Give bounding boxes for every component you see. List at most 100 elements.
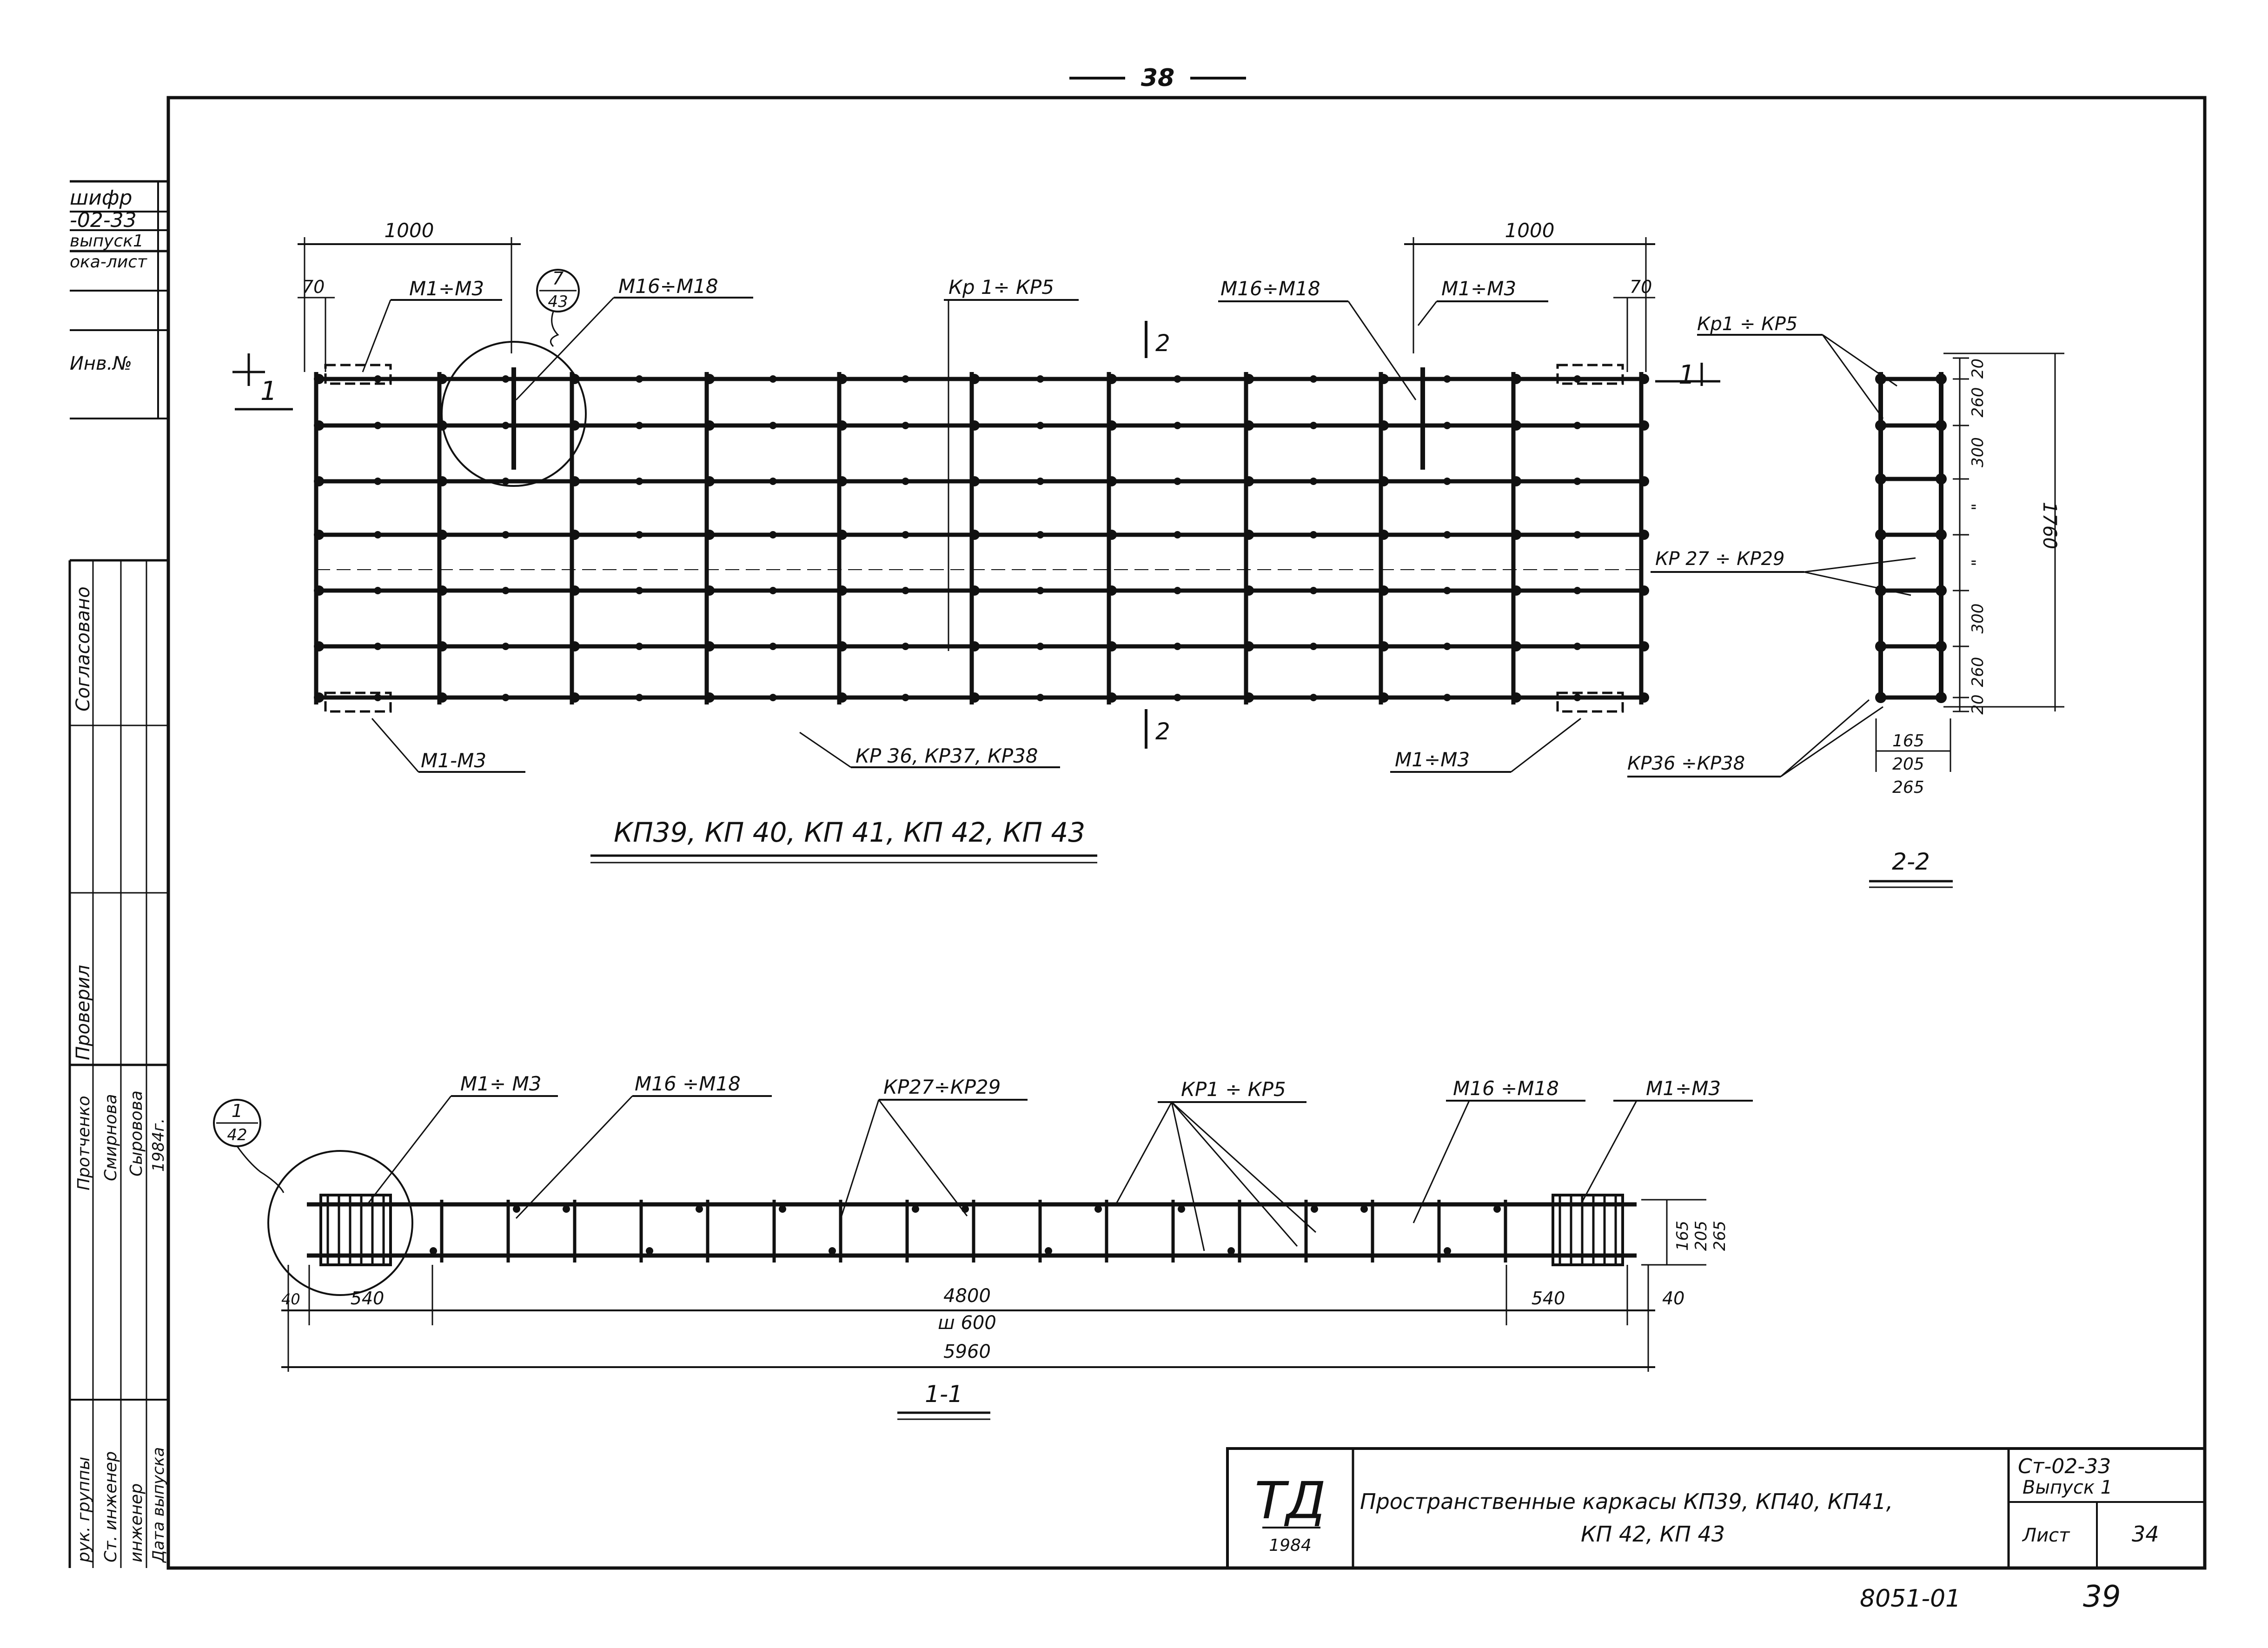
plan-node-dot xyxy=(570,585,580,596)
sec11-h165: 165 xyxy=(1673,1221,1692,1251)
page-number-bottom: 39 xyxy=(2083,1580,2121,1614)
plan-node-dot xyxy=(704,585,715,596)
plan-node-dot xyxy=(1379,476,1389,486)
plan-weld-dot xyxy=(902,694,909,701)
sec11-weld-dot xyxy=(1045,1247,1052,1255)
plan-weld-dot xyxy=(1310,587,1317,594)
plan-weld-dot xyxy=(1573,587,1581,594)
plan-weld-dot xyxy=(502,643,510,650)
plan-node-dot xyxy=(437,476,447,486)
sec11-weld-dot xyxy=(1227,1247,1235,1255)
plan-callout-kp1kp5: Кр 1÷ КР5 xyxy=(948,276,1054,299)
plan-node-dot xyxy=(1244,641,1254,651)
plan-node-dot xyxy=(1244,374,1254,384)
plan-node-dot xyxy=(704,374,715,384)
plan-weld-dot xyxy=(374,375,382,383)
sec22-callout-kp1kp5: Кр1 ÷ КР5 xyxy=(1697,313,1797,335)
sec11-dim-4800: 4800 xyxy=(943,1285,991,1307)
plan-weld-dot xyxy=(1036,531,1044,538)
plan-node-dot xyxy=(837,692,847,703)
plan-weld-dot xyxy=(636,531,643,538)
plan-node-dot xyxy=(1511,585,1521,596)
plan-callout-kp36: КР 36, КР37, КР38 xyxy=(855,744,1038,767)
plan-weld-dot xyxy=(1036,694,1044,701)
sec11-weld-dot xyxy=(779,1205,786,1213)
plan-node-dot xyxy=(314,692,324,703)
plan-weld-dot xyxy=(1310,375,1317,383)
plan-node-dot xyxy=(314,476,324,486)
plan-node-dot xyxy=(1639,692,1649,703)
plan-dim-70-right: 70 xyxy=(1630,277,1652,297)
plan-node-dot xyxy=(1107,585,1117,596)
plan-dim-left: 1000 xyxy=(385,219,434,242)
tb-code: Ст-02-33 xyxy=(2018,1455,2111,1478)
stamp-date-value: 1984г. xyxy=(149,1118,168,1172)
tb-year: 1984 xyxy=(1269,1536,1312,1555)
stamp-inventory: Инв.№ xyxy=(70,353,132,374)
plan-node-dot xyxy=(570,476,580,486)
plan-node-dot xyxy=(1244,420,1254,431)
plan-weld-dot xyxy=(1573,478,1581,485)
sec22-bar-dot xyxy=(1936,529,1947,540)
sec22-w265: 265 xyxy=(1892,778,1924,797)
sec22-bar-dot xyxy=(1936,473,1947,485)
sec11-detail-circle xyxy=(267,1150,413,1296)
plan-node-dot xyxy=(969,692,980,703)
plan-node-dot xyxy=(837,420,847,431)
sec11-h205: 205 xyxy=(1692,1221,1711,1251)
plan-weld-dot xyxy=(1443,375,1451,383)
sec22-bar-dot xyxy=(1875,692,1886,703)
sec11-callout-kp27: КР27÷КР29 xyxy=(883,1076,1001,1098)
plan-weld-dot xyxy=(1443,643,1451,650)
sec11-weld-dot xyxy=(513,1205,520,1213)
plan-node-dot xyxy=(314,585,324,596)
plan-weld-dot xyxy=(636,375,643,383)
stamp-senior-label: Ст. инженер xyxy=(101,1451,120,1562)
plan-weld-dot xyxy=(636,694,643,701)
plan-weld-dot xyxy=(1310,694,1317,701)
sec22-bar-dot xyxy=(1875,585,1886,596)
plan-node-dot xyxy=(1379,641,1389,651)
plan-node-dot xyxy=(1639,420,1649,431)
plan-weld-dot xyxy=(1443,531,1451,538)
stamp-line-1: шифр xyxy=(70,186,132,210)
plan-node-dot xyxy=(1511,530,1521,540)
plan-title: КП39, КП 40, КП 41, КП 42, КП 43 xyxy=(614,817,1085,848)
stamp-engineer-name: Сыровова xyxy=(127,1090,146,1176)
plan-node-dot xyxy=(1639,374,1649,384)
section-2-2: Кр1 ÷ КР5 КР 27 ÷ КР29 КР36 ÷КР38 202603… xyxy=(1627,313,2064,888)
sec11-callout-m16-l: М16 ÷М18 xyxy=(635,1072,741,1095)
plan-section-1-left: 1 xyxy=(260,376,277,406)
sec11-end-plate xyxy=(319,1194,392,1266)
plan-weld-dot xyxy=(1174,422,1181,429)
plan-node-dot xyxy=(837,374,847,384)
plan-weld-dot xyxy=(1310,643,1317,650)
sec11-callout-m1m3-r: М1÷М3 xyxy=(1646,1077,1721,1100)
stamp-line-3: выпуск1 xyxy=(70,232,144,251)
plan-weld-dot xyxy=(1573,694,1581,701)
plan-weld-dot xyxy=(1573,643,1581,650)
stamp-date-label: Дата выпуска xyxy=(149,1447,168,1563)
sec22-bar-dot xyxy=(1936,641,1947,652)
plan-node-dot xyxy=(1107,476,1117,486)
plan-weld-dot xyxy=(1443,587,1451,594)
plan-weld-dot xyxy=(769,643,777,650)
plan-node-dot xyxy=(1107,374,1117,384)
sec11-weld-dot xyxy=(1493,1205,1501,1213)
plan-weld-dot xyxy=(902,587,909,594)
plan-node-dot xyxy=(1639,641,1649,651)
plan-node-dot xyxy=(1107,420,1117,431)
sec22-dim-label: 300 xyxy=(1969,437,1987,467)
plan-weld-dot xyxy=(374,587,382,594)
plan-weld-dot xyxy=(636,422,643,429)
sec11-ref-top: 1 xyxy=(232,1101,243,1121)
sec11-dim-40-l: 40 xyxy=(281,1290,300,1308)
plan-weld-dot xyxy=(1036,375,1044,383)
sheet-frame xyxy=(166,96,2207,1570)
stamp-line-4: ока-лист xyxy=(70,253,147,272)
sec11-ref-bottom: 42 xyxy=(227,1126,247,1144)
stamp-head-label: рук. группы xyxy=(74,1457,93,1563)
plan-weld-dot xyxy=(769,422,777,429)
tb-description-1: Пространственные каркасы КП39, КП40, КП4… xyxy=(1360,1489,1893,1514)
sec22-w165: 165 xyxy=(1892,731,1924,751)
